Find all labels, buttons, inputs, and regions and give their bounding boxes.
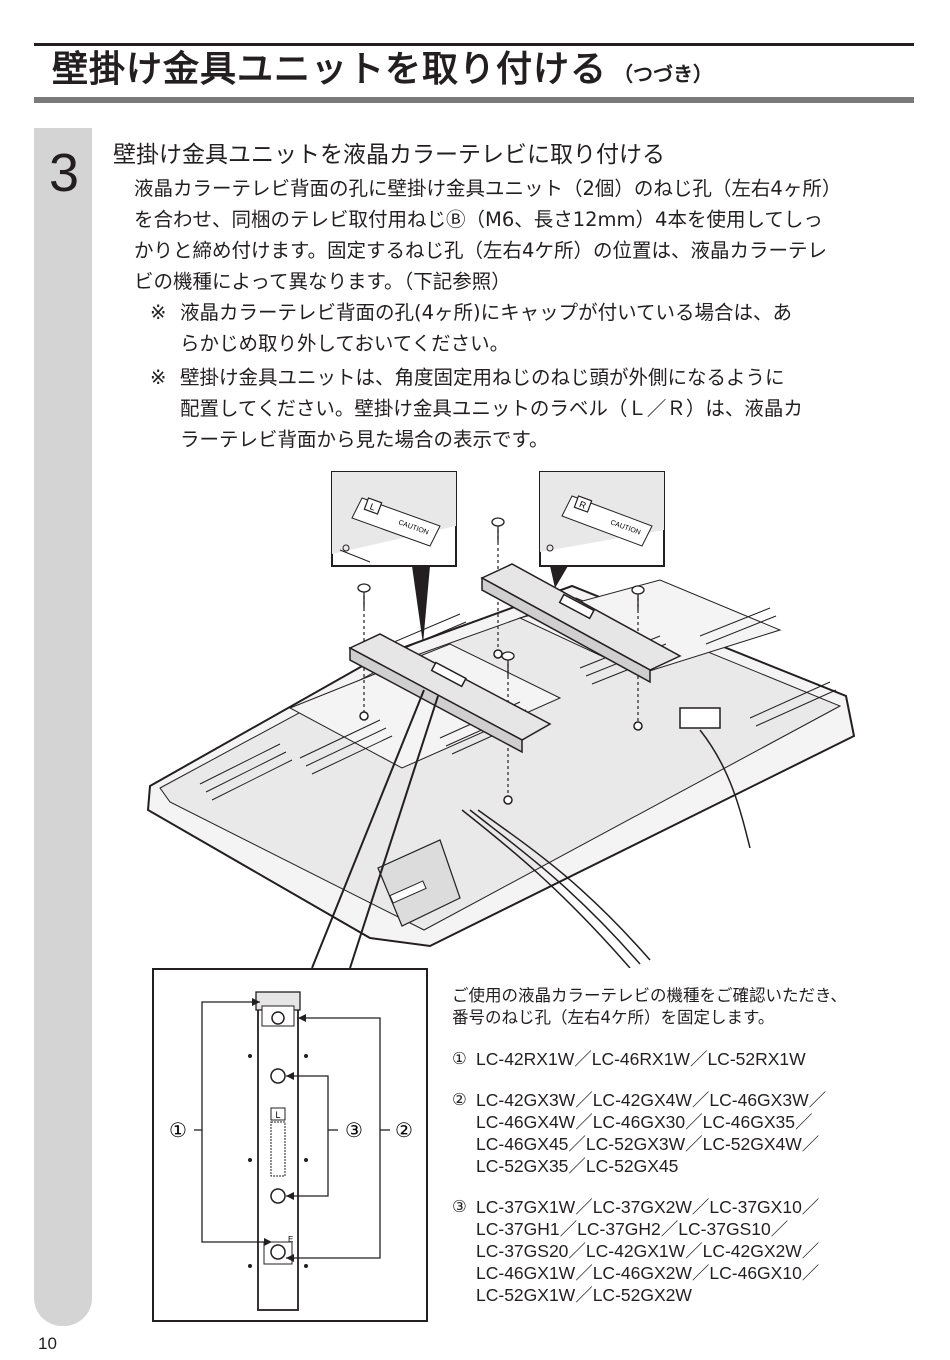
note-line: 配置してください。壁掛け金具ユニットのラベル（Ｌ／Ｒ）は、液晶カ [180,397,803,420]
detail-label-l: L [275,1110,280,1120]
callout-2: ② [395,1120,413,1142]
right-label-letter: R [578,499,588,511]
model-group-1: ① LC-42RX1W／LC-46RX1W／LC-52RX1W [452,1048,892,1070]
bracket-detail-diagram: L E ① ③ ② [169,991,413,1311]
model-line: LC-46GX45／LC-52GX3W／LC-52GX4W／ [476,1134,820,1154]
step-side-band [34,128,92,1326]
group-number: ① [452,1049,467,1068]
model-line: LC-52GX35／LC-52GX45 [476,1156,679,1176]
model-group-3: ③ LC-37GX1W／LC-37GX2W／LC-37GX10／ LC-37GH… [452,1196,892,1306]
body-line: かりと締め付けます。固定するねじ孔（左右4ケ所）の位置は、液晶カラーテレ [134,239,827,262]
intro-line: 番号のねじ孔（左右4ケ所）を固定します。 [452,1008,775,1027]
model-line: LC-42GX3W／LC-42GX4W／LC-46GX3W／ [476,1090,827,1110]
page-title-text: 壁掛け金具ユニットを取り付ける [52,49,608,90]
note-line: ラーテレビ背面から見た場合の表示です。 [180,428,549,451]
model-group-2: ② LC-42GX3W／LC-42GX4W／LC-46GX3W／ LC-46GX… [452,1089,892,1177]
left-label-window: L CAUTION [331,471,457,567]
tv-back-illustration: L CAUTION R CAUTION [146,471,856,968]
step-body: 液晶カラーテレビ背面の孔に壁掛け金具ユニット（2個）のねじ孔（左右4ヶ所） を合… [134,173,844,297]
model-line: LC-37GH1／LC-37GH2／LC-37GS10／ [476,1219,789,1239]
model-line: LC-46GX1W／LC-46GX2W／LC-46GX10／ [476,1263,820,1283]
note-line: 液晶カラーテレビ背面の孔(4ヶ所)にキャップが付いている場合は、あ [180,301,793,324]
model-line: LC-46GX4W／LC-46GX30／LC-46GX35／ [476,1112,813,1132]
intro-line: ご使用の液晶カラーテレビの機種をご確認いただき、 [452,986,847,1005]
note-line: 壁掛け金具ユニットは、角度固定用ねじのねじ頭が外側になるように [180,366,785,389]
model-line: LC-42RX1W／LC-46RX1W／LC-52RX1W [476,1049,806,1069]
step-number: 3 [48,143,80,203]
note-line: らかじめ取り外しておいてください。 [180,332,510,355]
body-line: を合わせ、同梱のテレビ取付用ねじⒷ（M6、長さ12mm）4本を使用してしっ [134,208,823,231]
body-line: 液晶カラーテレビ背面の孔に壁掛け金具ユニット（2個）のねじ孔（左右4ヶ所） [134,177,842,200]
body-line: ビの機種によって異なります。（下記参照） [134,270,511,293]
note-mark: ※ [150,301,167,324]
bracket-detail-box: L E ① ③ ② [152,968,428,1322]
left-label-pointer [412,566,430,644]
model-line: LC-52GX1W／LC-52GX2W [476,1285,692,1305]
title-rule-bottom [34,97,914,103]
page-title-continued: （つづき） [613,62,714,86]
callout-1: ① [169,1120,187,1142]
tv-back-panel [146,579,856,968]
right-bracket [480,563,682,684]
model-line: LC-37GX1W／LC-37GX2W／LC-37GX10／ [476,1197,820,1217]
model-line: LC-37GS20／LC-42GX1W／LC-42GX2W／ [476,1241,820,1261]
note-mark: ※ [150,366,167,389]
detail-label-e: E [288,1235,293,1244]
group-number: ② [452,1090,467,1109]
right-label-window: R CAUTION [539,471,665,567]
group-number: ③ [452,1197,467,1216]
callout-3: ③ [345,1120,363,1142]
model-list: ご使用の液晶カラーテレビの機種をご確認いただき、 番号のねじ孔（左右4ケ所）を固… [452,985,892,1306]
page-title: 壁掛け金具ユニットを取り付ける（つづき） [52,48,713,96]
screw-icon [357,517,645,676]
right-label-pointer [550,566,568,588]
model-intro: ご使用の液晶カラーテレビの機種をご確認いただき、 番号のねじ孔（左右4ケ所）を固… [452,985,892,1029]
left-label-letter: L [369,501,377,512]
step-heading: 壁掛け金具ユニットを液晶カラーテレビに取り付ける [113,142,665,168]
title-rule-top [34,43,914,46]
page-number: 10 [38,1334,57,1353]
